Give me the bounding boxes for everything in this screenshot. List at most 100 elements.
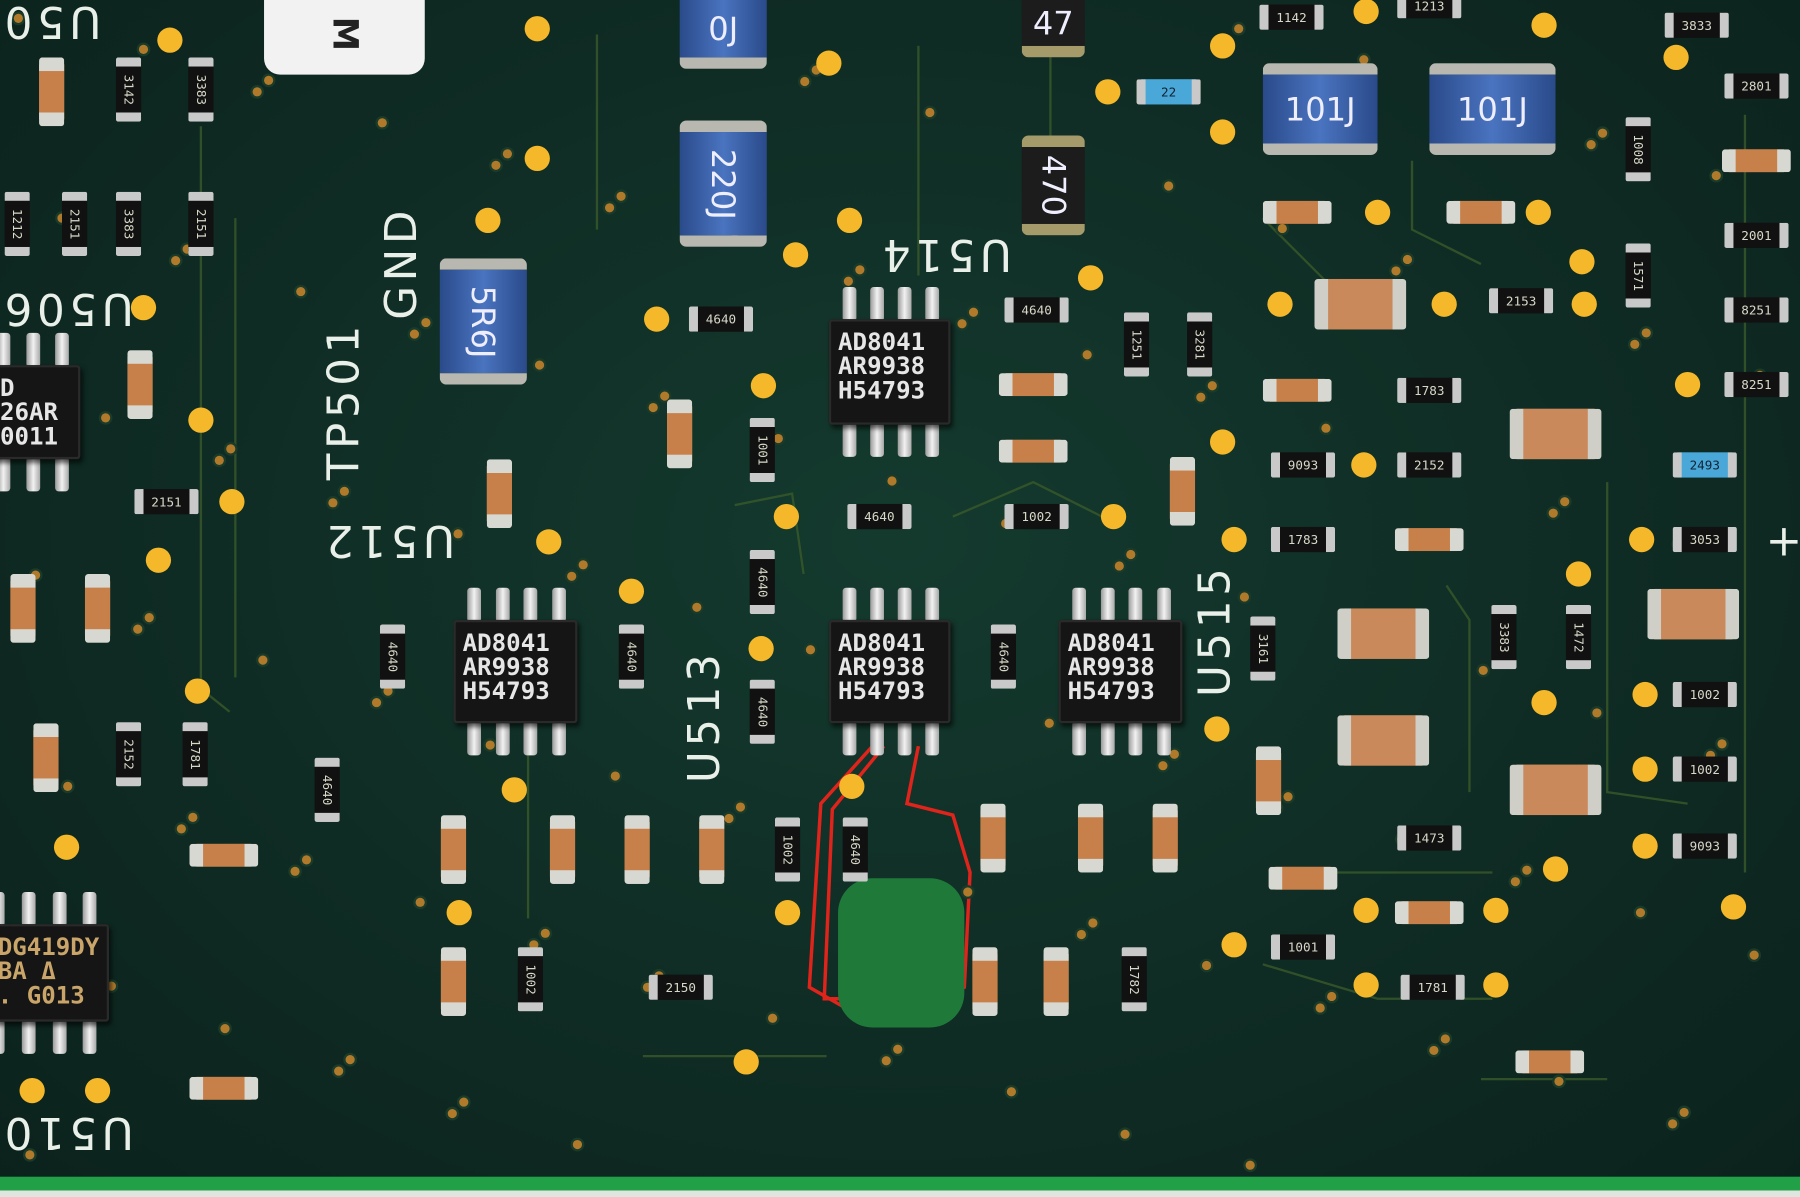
test-pad <box>748 635 774 662</box>
resistor: 2150 <box>648 974 713 1000</box>
resistor: 1002 <box>1004 503 1069 530</box>
via <box>724 813 734 824</box>
chip-pin <box>552 587 567 623</box>
via <box>226 444 236 454</box>
test-pad <box>1209 429 1236 455</box>
via <box>421 317 431 328</box>
via <box>1598 128 1608 138</box>
resistor: 3383 <box>1491 604 1517 670</box>
ceramic-capacitor <box>1337 715 1430 766</box>
via <box>491 160 501 170</box>
resistor: 4640 <box>688 306 754 332</box>
via <box>144 613 154 623</box>
via <box>1635 908 1646 918</box>
via <box>604 203 615 213</box>
resistor: 4640 <box>749 549 775 615</box>
via <box>1234 24 1244 34</box>
test-pad <box>1095 79 1121 105</box>
test-pad <box>750 373 777 399</box>
ceramic-capacitor <box>1337 608 1430 659</box>
via <box>855 265 865 275</box>
via <box>735 802 746 812</box>
via <box>925 107 935 118</box>
via <box>1169 749 1179 759</box>
via <box>1044 718 1054 728</box>
resistor: 3281 <box>1187 312 1213 377</box>
chip-pin <box>0 1019 5 1054</box>
test-pad <box>1632 756 1658 782</box>
capacitor <box>127 350 153 420</box>
resistor: 2493 <box>1672 452 1737 478</box>
via <box>1327 991 1337 1002</box>
via <box>1201 960 1212 971</box>
capacitor <box>1722 149 1791 173</box>
via <box>1560 497 1570 507</box>
inductor-47: 47 <box>1021 0 1085 58</box>
test-pad <box>536 529 562 555</box>
chip-pin <box>1100 587 1115 623</box>
via <box>1717 739 1727 749</box>
test-pad <box>644 306 670 332</box>
via <box>567 571 577 581</box>
via <box>459 1097 469 1107</box>
test-pad <box>84 1077 111 1104</box>
capacitor <box>33 723 59 793</box>
ceramic-capacitor <box>1647 588 1740 640</box>
via <box>1196 392 1206 402</box>
capacitor <box>1169 456 1196 526</box>
inductor-5r6j-label: 5R6J <box>464 285 503 358</box>
test-pad <box>839 773 865 800</box>
via <box>1586 140 1596 150</box>
resistor: 1001 <box>1270 934 1336 960</box>
chip-pin <box>898 587 912 623</box>
via <box>1120 1129 1130 1139</box>
via <box>616 191 626 201</box>
resistor: 4640 <box>749 679 775 744</box>
chip-pin <box>467 587 482 623</box>
resistor: 2152 <box>1397 452 1462 478</box>
silk-u514: U514 <box>878 229 1012 281</box>
via <box>1679 1107 1689 1118</box>
inductor-5r6j: 5R6J <box>439 258 527 385</box>
via <box>301 855 312 865</box>
chip-pin <box>82 891 97 927</box>
resistor: 1783 <box>1270 526 1336 553</box>
test-pad <box>1353 897 1379 923</box>
capacitor <box>1255 746 1282 816</box>
inductor-470-label: 470 <box>1034 154 1073 217</box>
test-pad <box>1632 681 1658 708</box>
via <box>773 433 783 444</box>
inductor-101j-a: 101J <box>1262 63 1378 155</box>
via <box>13 13 23 23</box>
resistor: 3053 <box>1672 526 1737 553</box>
resistor: 1473 <box>1397 825 1462 851</box>
test-pad <box>1565 561 1592 587</box>
resistor: 1251 <box>1123 312 1150 377</box>
capacitor <box>1152 803 1178 873</box>
test-pad <box>1221 932 1247 958</box>
silk-plus: + <box>1766 519 1800 563</box>
test-pad <box>157 27 183 53</box>
via <box>881 1056 891 1066</box>
resistor: 1213 <box>1397 0 1462 19</box>
via <box>572 1139 583 1150</box>
chip-pin <box>1072 720 1087 756</box>
capacitor <box>1043 947 1069 1016</box>
via <box>540 928 550 938</box>
silk-u512: U512 <box>321 515 456 566</box>
chip-pin <box>523 720 538 756</box>
chip-pin <box>1072 587 1087 623</box>
test-pad <box>184 678 211 704</box>
via <box>502 149 513 159</box>
chip-pin <box>925 720 940 756</box>
via <box>188 812 198 822</box>
resistor: 4640 <box>618 624 645 689</box>
chip-pin <box>925 287 940 322</box>
via <box>768 1013 778 1023</box>
via <box>1114 561 1124 571</box>
capacitor <box>549 815 576 884</box>
